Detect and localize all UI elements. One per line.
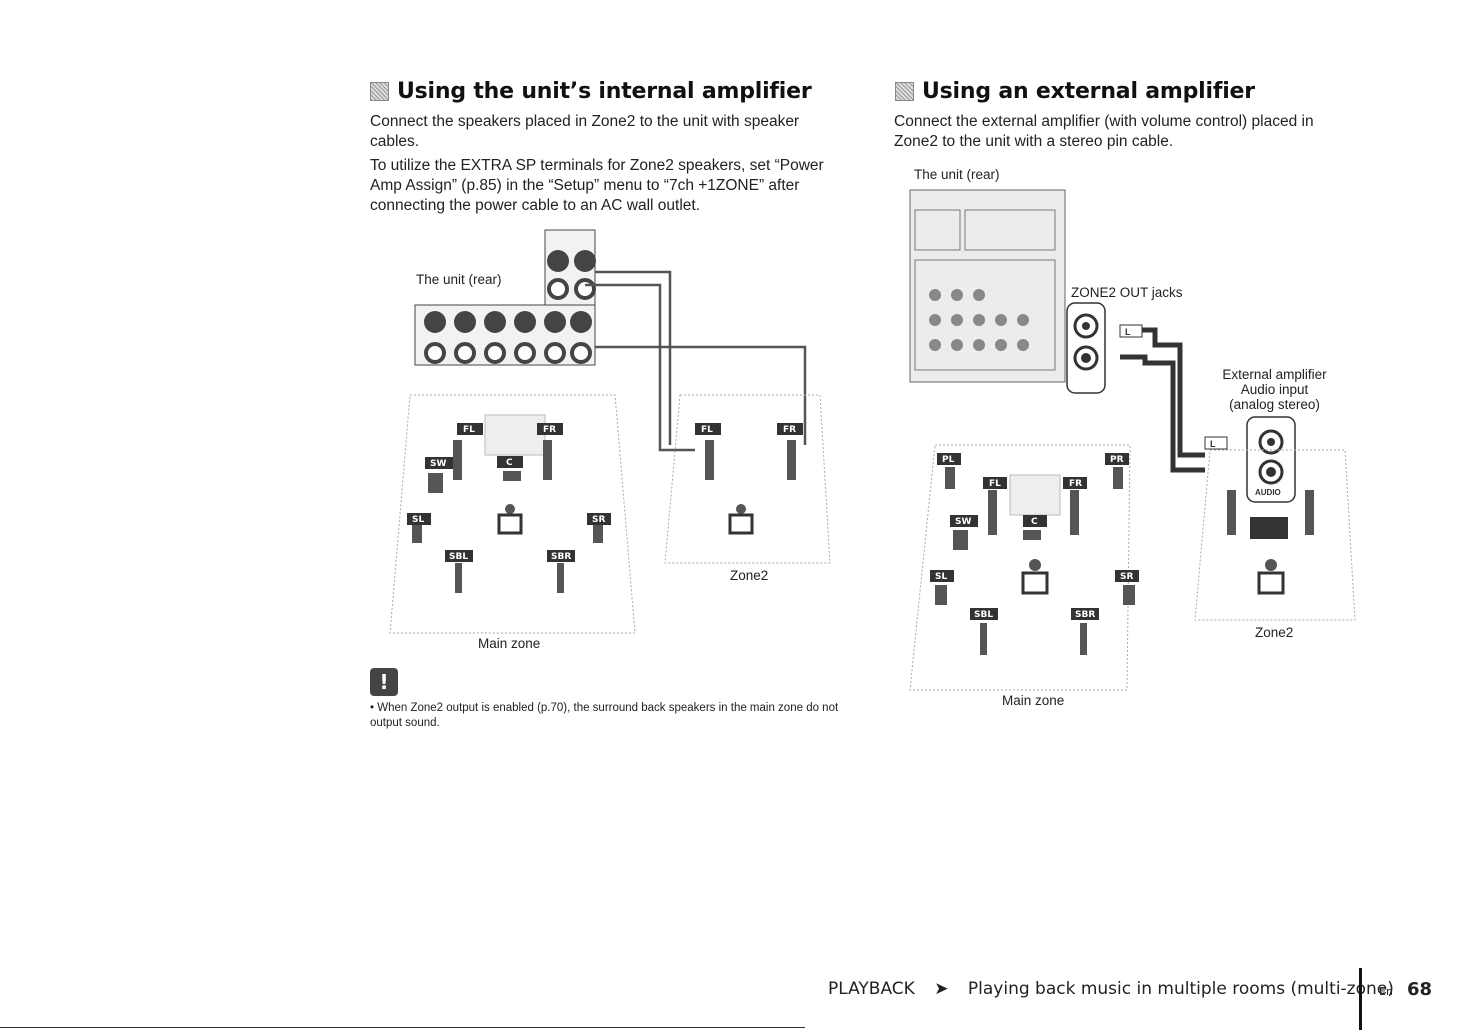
- left-heading: Using the unit’s internal amplifier: [370, 79, 812, 104]
- tag-zone2-fr: FR: [783, 425, 796, 435]
- tag-sl: SL: [412, 515, 424, 525]
- right-speakers: [935, 467, 1314, 655]
- note-text: • When Zone2 output is enabled (p.70), t…: [370, 702, 839, 729]
- left-paragraph-1: Connect the speakers placed in Zone2 to …: [370, 113, 800, 150]
- tag-fr: FR: [543, 425, 556, 435]
- warning-icon: !: [370, 668, 398, 696]
- section-square-icon: [895, 82, 914, 101]
- tag-right-fl: FL: [989, 479, 1001, 489]
- left-unit-label: The unit (rear): [416, 272, 502, 287]
- left-main-zone-label: Main zone: [478, 636, 541, 651]
- left-main-zone-room: [389, 394, 636, 634]
- bottom-rule: [0, 1027, 805, 1028]
- zone2-out-jacks-callout: [1066, 302, 1106, 394]
- right-paragraph-1: Connect the external amplifier (with vol…: [894, 113, 1314, 150]
- tag-right-sbr: SBR: [1075, 610, 1095, 620]
- right-heading-text: Using an external amplifier: [922, 79, 1255, 104]
- left-unit-rear-panel: [414, 229, 596, 366]
- right-wiring-diagram: L L AUDIO PL PR FL FR C SW SL SR SBL S: [909, 189, 1356, 691]
- tag-c: C: [506, 458, 513, 468]
- section-square-icon: [370, 82, 389, 101]
- left-heading-text: Using the unit’s internal amplifier: [397, 79, 812, 104]
- left-wiring-diagram: FL FR C SW SL SR SBL SBR FL FR: [389, 229, 831, 634]
- left-zone2-label: Zone2: [730, 568, 769, 583]
- left-speaker-tags: FL FR C SW SL SR SBL SBR FL FR: [407, 423, 803, 562]
- tag-zone2-fl: FL: [701, 425, 713, 435]
- tag-right-sr: SR: [1120, 572, 1133, 582]
- right-unit-rear-panel: [909, 189, 1066, 383]
- external-amp-label-line3: (analog stereo): [1229, 397, 1320, 412]
- right-main-zone-label: Main zone: [1002, 693, 1065, 708]
- right-heading: Using an external amplifier: [895, 79, 1255, 104]
- tag-pr: PR: [1110, 455, 1124, 465]
- left-paragraph-2: To utilize the EXTRA SP terminals for Zo…: [370, 157, 824, 214]
- footer-section: PLAYBACK: [828, 979, 915, 999]
- external-amp-label-line2: Audio input: [1240, 382, 1309, 397]
- footer-breadcrumb: PLAYBACK ➤ Playing back music in multipl…: [828, 979, 1394, 999]
- external-amp-label: External amplifier Audio input (analog s…: [1212, 367, 1337, 412]
- footer-divider: [1359, 968, 1362, 1030]
- stereo-pin-cable: [1120, 327, 1205, 473]
- footer-arrow-icon: ➤: [934, 979, 949, 999]
- cable-l-tag: L L: [1119, 324, 1228, 450]
- tag-sw: SW: [430, 459, 446, 469]
- tag-right-sw: SW: [955, 517, 971, 527]
- tag-right-sbl: SBL: [974, 610, 993, 620]
- tag-sr: SR: [592, 515, 605, 525]
- tag-fl: FL: [463, 425, 475, 435]
- left-speakers: [412, 440, 796, 593]
- right-speaker-tags: PL PR FL FR C SW SL SR SBL SBR: [930, 453, 1139, 620]
- left-zone2-room: [664, 394, 831, 564]
- tag-l-top: L: [1125, 327, 1131, 337]
- audio-label: AUDIO: [1255, 488, 1281, 497]
- external-amp-label-line1: External amplifier: [1222, 367, 1327, 382]
- note-content: When Zone2 output is enabled (p.70), the…: [370, 702, 839, 729]
- tag-l-amp: L: [1210, 439, 1216, 449]
- footer-lang: En: [1379, 985, 1393, 998]
- zone2-out-jacks-label: ZONE2 OUT jacks: [1071, 285, 1183, 300]
- external-amp-input-panel: AUDIO: [1246, 416, 1296, 539]
- tag-sbr: SBR: [551, 552, 571, 562]
- right-zone2-label: Zone2: [1255, 625, 1294, 640]
- page-number: 68: [1407, 979, 1433, 1000]
- footer-title: Playing back music in multiple rooms (mu…: [967, 979, 1394, 999]
- tag-right-sl: SL: [935, 572, 947, 582]
- tag-right-fr: FR: [1069, 479, 1082, 489]
- tag-right-c: C: [1031, 517, 1038, 527]
- tag-sbl: SBL: [449, 552, 468, 562]
- right-zone2-room: [1194, 449, 1356, 621]
- tag-pl: PL: [942, 455, 955, 465]
- right-unit-label: The unit (rear): [914, 167, 1000, 182]
- right-main-zone-room: [909, 444, 1131, 691]
- left-speaker-cables: [585, 270, 807, 452]
